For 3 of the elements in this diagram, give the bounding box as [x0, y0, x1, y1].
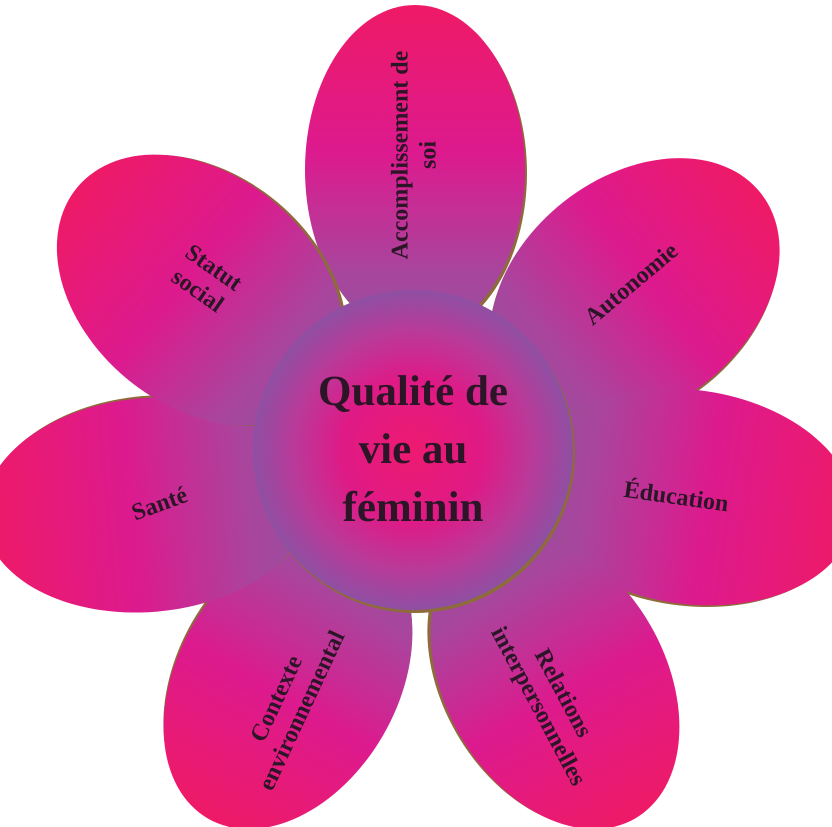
petal-label: Accomplissement de soi: [387, 50, 443, 260]
petal-label: Éducation: [575, 470, 777, 526]
petal-label: Santé: [84, 466, 236, 544]
